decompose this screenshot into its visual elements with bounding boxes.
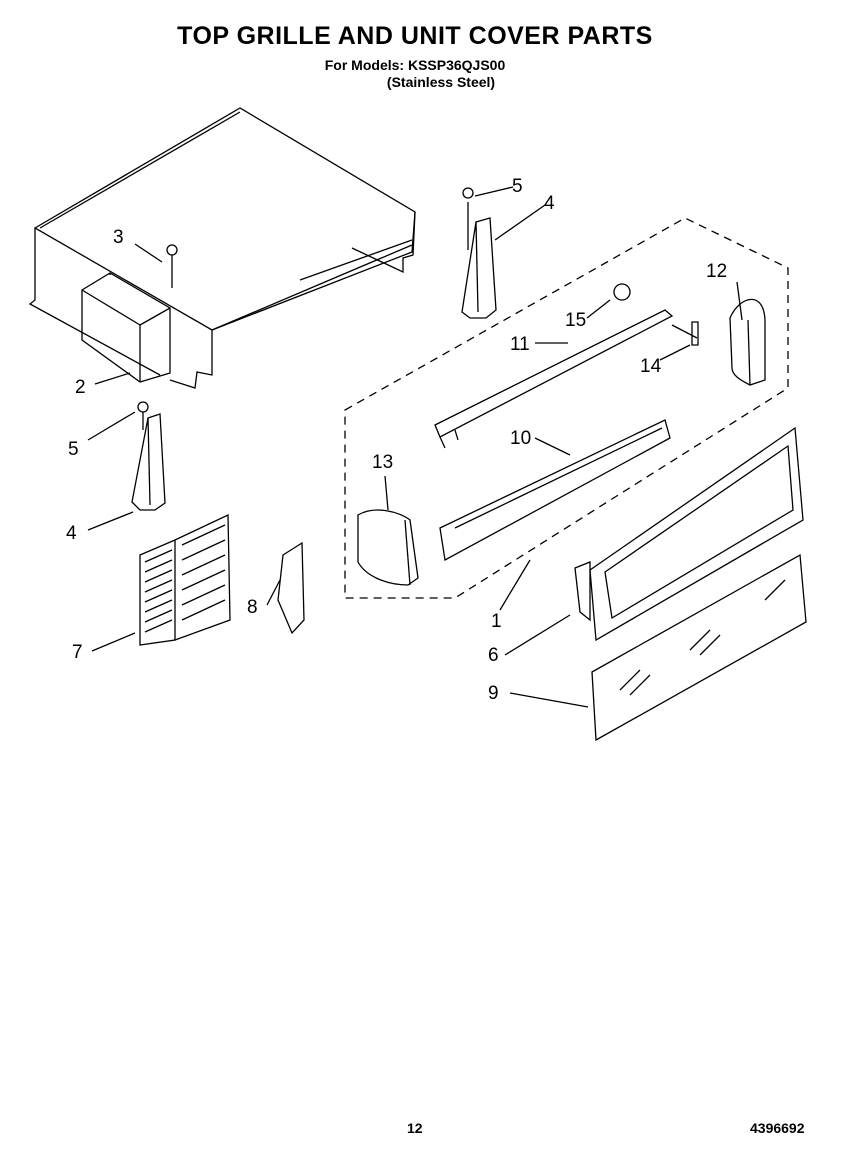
part-bracket-lower [131,401,166,511]
part-channel-11 [434,309,674,449]
callout-4-upper: 4 [544,193,555,214]
part-glass-panel [591,553,807,742]
callout-12: 12 [706,261,727,282]
part-panel [277,541,305,635]
callout-7: 7 [72,642,83,663]
callout-15: 15 [565,310,586,331]
document-number: 4396692 [750,1120,805,1136]
callout-3: 3 [113,227,124,248]
part-front-frame [574,426,804,642]
finish-line: (Stainless Steel) [386,74,496,90]
callout-1: 1 [491,611,502,632]
callout-9: 9 [488,683,499,704]
callout-11: 11 [510,334,530,355]
callout-10: 10 [510,428,531,449]
callout-8: 8 [247,597,258,618]
callout-6: 6 [488,645,499,666]
callout-14: 14 [640,356,662,377]
part-screw-3 [166,244,178,288]
part-end-cap-13 [357,509,419,586]
callout-4-lower: 4 [66,523,77,544]
callout-2: 2 [75,377,86,398]
part-grille [139,513,231,646]
models-line: For Models: KSSP36QJS00 [324,57,506,73]
leader-lines [87,186,743,708]
page-number: 12 [407,1120,423,1136]
part-nut-15 [613,283,631,301]
callout-5-upper: 5 [512,176,523,197]
part-unit-cover [28,107,416,389]
callout-5-lower: 5 [68,439,79,460]
part-screw-14 [671,321,699,346]
part-end-cap-12 [729,298,766,386]
part-trim-10 [439,419,671,562]
part-bracket-upper [461,187,497,319]
page-title: TOP GRILLE AND UNIT COVER PARTS [177,22,653,50]
callout-13: 13 [372,452,393,473]
